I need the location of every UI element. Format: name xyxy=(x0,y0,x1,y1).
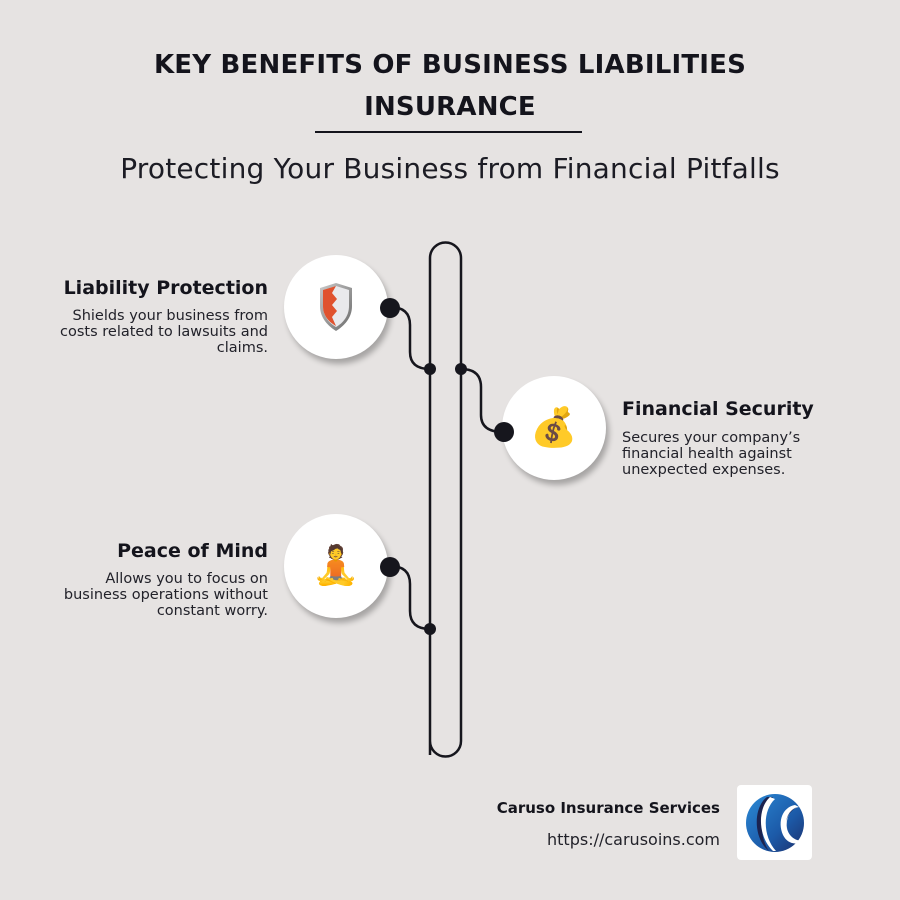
benefit-title: Liability Protection xyxy=(63,277,268,299)
benefit-title: Peace of Mind xyxy=(117,540,268,562)
benefit-description: Secures your company’s financial health … xyxy=(622,430,801,478)
company-name: Caruso Insurance Services xyxy=(496,799,720,817)
company-logo xyxy=(737,785,812,860)
benefit-icon-circle xyxy=(284,255,388,359)
person-meditating-icon: 🧘 xyxy=(312,545,360,587)
title-line-1: KEY BENEFITS OF BUSINESS LIABILITIES xyxy=(153,50,747,80)
connector-financial xyxy=(460,367,504,434)
benefit-description: Allows you to focus on business operatio… xyxy=(63,571,268,619)
connector-liability xyxy=(389,305,431,371)
node-dot xyxy=(380,298,400,318)
node-dot xyxy=(424,363,436,375)
node-dot xyxy=(424,623,436,635)
shield-icon xyxy=(320,283,352,331)
benefit-description: Shields your business from costs related… xyxy=(60,308,268,356)
caruso-logo-icon xyxy=(745,793,804,852)
connector-peace xyxy=(389,564,431,631)
benefit-icon-circle: 🧘 xyxy=(284,514,388,618)
benefit-icon-circle: 💰 xyxy=(502,376,606,480)
benefit-title: Financial Security xyxy=(622,398,814,420)
money-bag-icon: 💰 xyxy=(530,407,578,449)
node-dot xyxy=(455,363,467,375)
company-url[interactable]: https://carusoins.com xyxy=(547,830,720,849)
node-dot xyxy=(380,557,400,577)
title-divider xyxy=(315,131,582,133)
page-subtitle: Protecting Your Business from Financial … xyxy=(120,152,780,185)
timeline-loop xyxy=(428,241,463,758)
node-dot xyxy=(494,422,514,442)
page-title: KEY BENEFITS OF BUSINESS LIABILITIES INS… xyxy=(0,44,900,128)
title-line-2: INSURANCE xyxy=(364,92,536,122)
